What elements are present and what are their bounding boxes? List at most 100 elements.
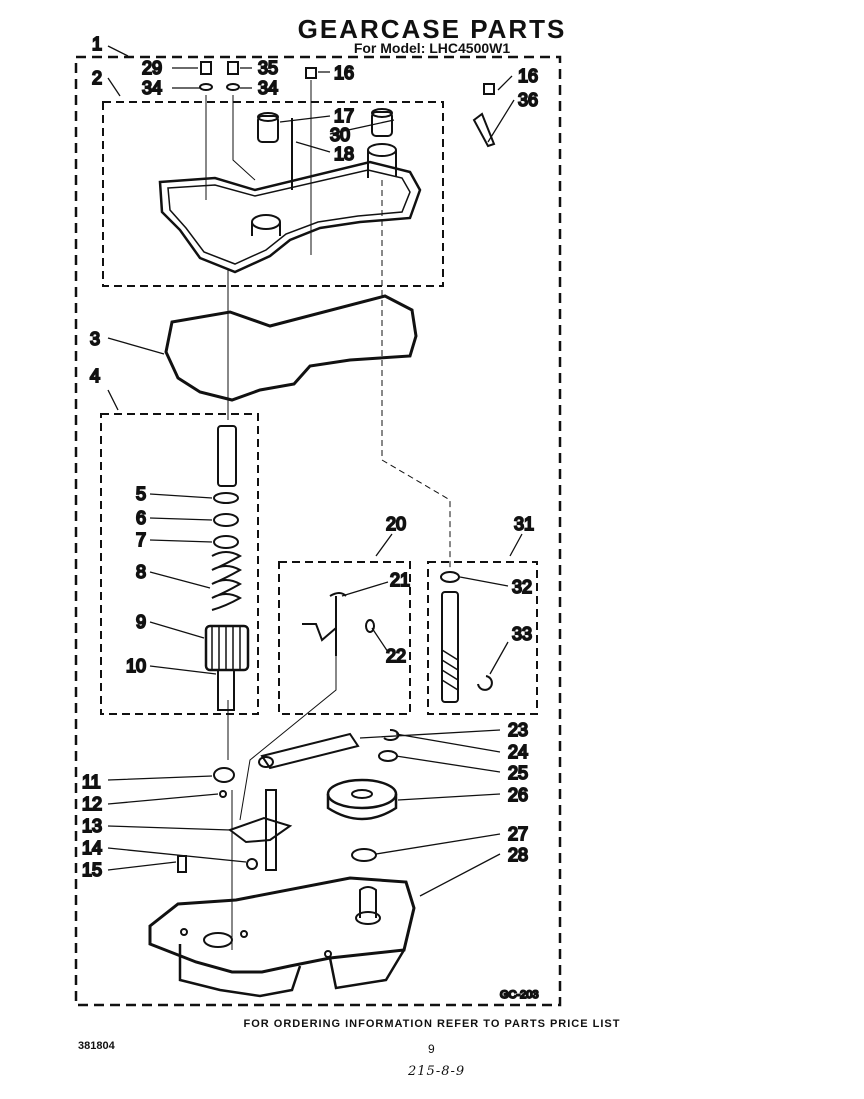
gearcase-base-wall [178,944,406,998]
callout-28: 28 [508,845,528,865]
screw-29 [200,61,212,75]
callout-26: 26 [508,785,528,805]
washer-25 [378,750,398,762]
handwritten-note: 215-8-9 [408,1064,466,1079]
guide-line-right [381,180,451,572]
clip-24 [383,728,400,741]
callout-34b: 34 [258,78,278,98]
cam-13 [227,816,293,844]
callout-17: 17 [334,106,354,126]
page-title: GEARCASE PARTS [297,14,567,44]
screw-16b [483,83,495,95]
callout-9: 9 [136,612,146,632]
callout-23: 23 [508,720,528,740]
callout-13: 13 [82,816,102,836]
bushing-30 [371,111,393,137]
bushing-17-top [257,112,279,122]
callout-3: 3 [90,329,100,349]
washer-5 [213,492,239,504]
guide-line-left [205,95,233,950]
leader-lines [107,45,523,897]
callout-16b: 16 [518,66,538,86]
base-hub-right [355,911,381,925]
arm-23 [260,732,360,770]
gearcase-cover-rim [167,169,411,265]
gear-26 [326,778,398,810]
washer-34b [226,83,240,91]
callout-30: 30 [330,125,350,145]
callout-32: 32 [512,577,532,597]
cover-boss [367,143,397,157]
callout-1: 1 [92,34,102,54]
washer-34a [199,83,213,91]
callout-29: 29 [142,58,162,78]
callout-5: 5 [136,484,146,504]
clip-22 [365,619,375,633]
screw-16a [305,67,317,79]
gasket-3 [164,294,418,402]
washer-7 [213,535,239,549]
model-subtitle: For Model: LHC4500W1 [353,40,511,56]
washer-32 [440,571,460,583]
spring-8 [211,551,243,611]
callout-27: 27 [508,824,528,844]
post-13 [265,789,277,871]
bearing-11 [213,767,235,783]
bushing-17 [257,115,279,143]
base-hole-1 [240,930,248,938]
bushing-30-top [371,108,393,118]
base-hole-2 [180,928,188,936]
diagram-code: GC-203 [500,989,539,1001]
callout-10: 10 [126,656,146,676]
callout-7: 7 [136,530,146,550]
pin-15 [177,855,187,873]
shaft-assembly-box [100,413,259,715]
callout-34a: 34 [142,78,162,98]
callout-8: 8 [136,562,146,582]
callout-20: 20 [386,514,406,534]
shaft-upper [217,425,237,487]
callout-31: 31 [514,514,534,534]
ordering-instruction: FOR ORDERING INFORMATION REFER TO PARTS … [243,1018,621,1030]
shifter-fork-21 [302,592,347,656]
clip-36 [472,112,496,148]
callout-11: 11 [82,772,101,792]
callout-18: 18 [334,144,354,164]
gearcase-base-28 [148,876,416,974]
gear-26-hub [351,789,373,799]
washer-27 [351,848,377,862]
callout-33: 33 [512,624,532,644]
callout-14: 14 [82,838,102,858]
shaft-10 [217,669,235,711]
ring-33 [477,675,493,691]
callout-16a: 16 [334,63,354,83]
gear-26-body [326,794,398,821]
screw-35 [227,61,239,75]
shifter-assembly-box [278,561,411,715]
cover-hub [251,214,281,230]
callout-2: 2 [92,68,102,88]
assembly-box [74,55,562,1007]
base-post [359,886,377,918]
cover-hub-body [251,222,281,236]
cover-boss-body [367,150,397,178]
callout-6: 6 [136,508,146,528]
base-hole-3 [324,950,332,958]
callout-4: 4 [90,366,100,386]
callout-15: 15 [82,860,102,880]
callout-36: 36 [518,90,538,110]
page-number: 9 [428,1042,435,1056]
callout-12: 12 [82,794,102,814]
base-hub-left [203,932,233,948]
arm-23-end [258,756,274,768]
document-number: 381804 [78,1040,115,1052]
spring-14 [246,858,258,870]
callout-22: 22 [386,646,406,666]
gearcase-cover [158,160,422,274]
ball-12 [219,790,227,798]
callout-24: 24 [508,742,528,762]
callout-21: 21 [390,570,410,590]
washer-6 [213,513,239,527]
gear-9-teeth [211,626,241,670]
